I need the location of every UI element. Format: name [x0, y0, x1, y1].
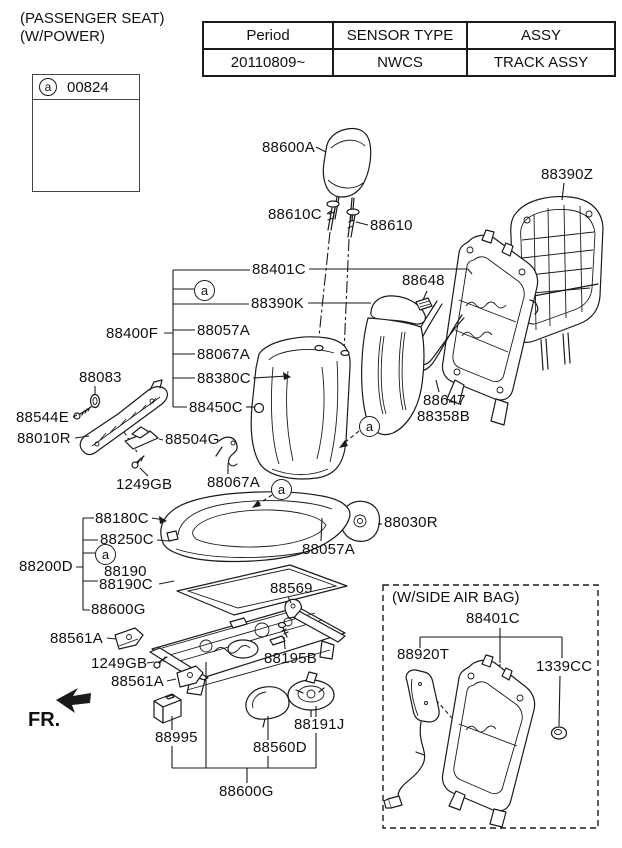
- part-label-88191j: 88191J: [292, 716, 347, 733]
- info-table-header-sensor-type: SENSOR TYPE: [332, 21, 468, 50]
- info-table: Period SENSOR TYPE ASSY 20110809~ NWCS T…: [202, 21, 616, 77]
- part-label-88390k: 88390K: [251, 295, 304, 312]
- knob-88191j-drawing: [287, 671, 335, 718]
- pin-guide-lines: [317, 231, 350, 353]
- part-label-88995: 88995: [153, 729, 200, 746]
- side-shield-drawing: [79, 379, 168, 456]
- screw-88544e-drawing: [73, 406, 92, 420]
- leader-lines: [72, 146, 565, 783]
- fr-direction-arrow: [56, 688, 91, 713]
- part-label-88401c: 88401C: [252, 261, 306, 278]
- part-label-88560d: 88560D: [251, 739, 309, 756]
- part-label-88010r: 88010R: [17, 430, 71, 447]
- airbag-frame-drawing: [441, 654, 536, 828]
- callout-a-cushion-top: a: [271, 479, 292, 500]
- part-label-88380c: 88380C: [197, 370, 251, 387]
- part-label-88544e: 88544E: [16, 409, 69, 426]
- callout-a-back-group: a: [194, 280, 215, 301]
- info-table-header-period: Period: [202, 21, 334, 50]
- screw-1249gb-b-drawing: [153, 656, 168, 669]
- info-table-value-sensor-type: NWCS: [332, 48, 468, 77]
- info-table-value-assy: TRACK ASSY: [466, 48, 616, 77]
- back-board-drawing: [361, 295, 426, 436]
- part-label-88200d: 88200D: [19, 558, 73, 575]
- page-title: (PASSENGER SEAT) (W/POWER): [20, 10, 164, 46]
- seat-cushion-drawing: [160, 491, 351, 563]
- part-label-88067a-b: 88067A: [207, 474, 260, 491]
- part-label-88190c: 88190C: [99, 576, 153, 593]
- fr-direction-label: FR.: [28, 709, 61, 731]
- part-label-88358b: 88358B: [417, 408, 470, 425]
- legend-part-number: 00824: [67, 78, 109, 96]
- seat-pad-sheet-drawing: [176, 564, 348, 616]
- part-label-88067a: 88067A: [197, 346, 250, 363]
- part-label-88569: 88569: [270, 580, 313, 597]
- part-label-88190: 88190: [104, 563, 147, 580]
- part-label-88057a: 88057A: [197, 322, 250, 339]
- part-label-88450c: 88450C: [189, 399, 243, 416]
- legend-box: a 00824: [32, 74, 140, 192]
- callout-a-seat-back: a: [359, 416, 380, 437]
- part-label-88610: 88610: [370, 217, 413, 234]
- part-label-1339cc: 1339CC: [536, 658, 593, 675]
- part-label-88390z: 88390Z: [541, 166, 594, 183]
- part-label-88400f: 88400F: [106, 325, 159, 342]
- part-label-88030r: 88030R: [384, 514, 438, 531]
- page-title-line2: (W/POWER): [20, 28, 105, 45]
- part-label-88610c: 88610C: [268, 206, 322, 223]
- part-label-88600g-a: 88600G: [91, 601, 146, 618]
- part-label-88195b: 88195B: [264, 650, 317, 667]
- part-label-88561a-b: 88561A: [111, 673, 164, 690]
- part-label-88083: 88083: [79, 369, 122, 386]
- part-label-88920t: 88920T: [397, 646, 450, 663]
- seat-back-cover-drawing: [250, 336, 351, 480]
- part-label-88504g: 88504G: [165, 431, 220, 448]
- legend-box-header: a 00824: [33, 75, 139, 100]
- part-label-88180c: 88180C: [95, 510, 149, 527]
- switch-88504g-drawing: [124, 426, 159, 450]
- headrest-guide-pins-drawing: [326, 200, 360, 238]
- callout-a-cushion-group: a: [95, 544, 116, 565]
- part-label-88561a-a: 88561A: [50, 630, 103, 647]
- part-label-88600a: 88600A: [262, 139, 315, 156]
- screw-1249gb-a-drawing: [131, 455, 145, 469]
- side-airbag-box-title: (W/SIDE AIR BAG): [392, 589, 520, 606]
- part-label-88648: 88648: [402, 272, 445, 289]
- screw-88195b-drawing: [277, 621, 289, 638]
- airbag-module-drawing: [383, 669, 440, 809]
- part-label-1249gb-a: 1249GB: [116, 476, 173, 493]
- bracket-88561a-a-drawing: [114, 627, 144, 650]
- part-label-88600g-b: 88600G: [219, 783, 274, 800]
- nut-1339cc-drawing: [550, 726, 568, 740]
- legend-callout-a: a: [39, 78, 57, 96]
- hook-88067a-drawing: [215, 436, 238, 467]
- part-label-1249gb-b: 1249GB: [91, 655, 148, 672]
- bracket-88561a-b-drawing: [176, 665, 204, 688]
- page-title-line1: (PASSENGER SEAT): [20, 10, 165, 27]
- info-table-header-assy: ASSY: [466, 21, 616, 50]
- bracket-88569-drawing: [284, 598, 302, 619]
- unit-88995-drawing: [153, 693, 182, 724]
- knob-88083-drawing: [89, 393, 101, 409]
- part-label-88647: 88647: [423, 392, 466, 409]
- part-label-88401c-airbag: 88401C: [466, 610, 520, 627]
- back-panel-drawing: [510, 195, 604, 371]
- part-label-88250c: 88250C: [100, 531, 154, 548]
- lever-88560d-drawing: [245, 686, 290, 728]
- seat-back-frame-drawing: [441, 229, 539, 426]
- info-table-value-period: 20110809~: [202, 48, 334, 77]
- part-label-88057a-b: 88057A: [302, 541, 355, 558]
- clip-88648-drawing: [415, 297, 433, 311]
